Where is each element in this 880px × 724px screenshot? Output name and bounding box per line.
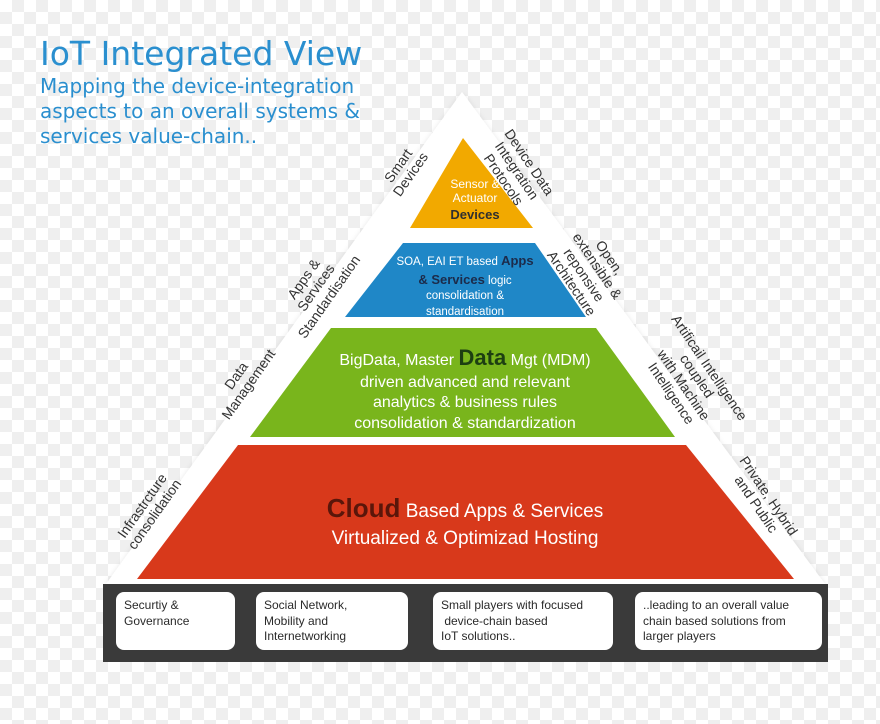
bottom-box-social: Social Network, Mobility and Internetwor…: [256, 592, 408, 650]
tier-data-bold: Data: [458, 345, 507, 370]
tier-data-pre: BigData, Master: [339, 352, 459, 369]
tier-data: [250, 328, 675, 437]
page-title: IoT Integrated View: [40, 34, 363, 73]
tier-data-line-1: driven advanced and relevant: [360, 373, 570, 391]
tier-apps-line-2: standardisation: [426, 305, 504, 318]
tier-data-post: Mgt (MDM): [506, 352, 591, 369]
bottom-box-larger-line-2: chain based solutions from: [643, 613, 786, 628]
tier-apps-pre: SOA, EAI ET based: [396, 256, 502, 268]
tier-apps-line-1: consolidation &: [426, 290, 504, 303]
tier-apps-bold-1: Apps: [501, 253, 534, 268]
tier-devices: [410, 138, 533, 228]
tier-devices-line-2: Actuator: [452, 190, 498, 205]
tier-apps-services: [345, 243, 586, 317]
tier-cloud-line-1: Virtualized & Optimizad Hosting: [331, 528, 599, 550]
bottom-box-larger-line-1: ..leading to an overall value: [643, 598, 790, 612]
tier-apps-post: logic: [484, 274, 512, 287]
tier-cloud-bold: Cloud: [326, 493, 401, 523]
bottom-box-social-line-2: Mobility and: [264, 613, 329, 628]
bottom-box-security-line-2: Governance: [124, 613, 190, 628]
tier-devices-text: Sensor & Actuator Devices: [420, 177, 530, 223]
bottom-box-security-line-1: Securtiy &: [124, 598, 179, 612]
bottom-box-small-players: Small players with focused device-chain …: [433, 592, 613, 650]
subtitle-line-3: services value-chain..: [40, 124, 258, 148]
bottom-box-security: Securtiy & Governance: [116, 592, 235, 650]
bottom-box-social-line-3: Internetworking: [264, 629, 347, 644]
bottom-box-larger-line-3: larger players: [643, 629, 716, 644]
tier-cloud-text: Cloud Based Apps & Services Virtualized …: [230, 490, 700, 553]
bottom-box-social-line-1: Social Network,: [264, 598, 348, 612]
tier-data-line-3: consolidation & standardization: [354, 415, 576, 433]
bottom-box-larger-players: ..leading to an overall value chain base…: [635, 592, 822, 650]
tier-apps-bold-2: & Services: [418, 271, 485, 287]
bottom-box-small-line-2: device-chain based: [441, 613, 548, 628]
tier-apps-text: SOA, EAI ET based Apps & Services logic …: [385, 252, 545, 320]
subtitle-line-1: Mapping the device-integration: [40, 74, 355, 98]
tier-devices-title: Devices: [450, 206, 500, 222]
subtitle-line-2: aspects to an overall systems &: [40, 99, 361, 123]
tier-data-text: BigData, Master Data Mgt (MDM) driven ad…: [290, 344, 640, 435]
tier-devices-line-1: Sensor &: [450, 177, 500, 191]
bottom-box-small-line-3: IoT solutions..: [441, 629, 516, 644]
tier-cloud-post: Based Apps & Services: [400, 501, 604, 522]
tier-data-line-2: analytics & business rules: [372, 394, 558, 412]
bottom-box-small-line-1: Small players with focused: [441, 598, 584, 612]
tier-cloud: [137, 445, 794, 579]
